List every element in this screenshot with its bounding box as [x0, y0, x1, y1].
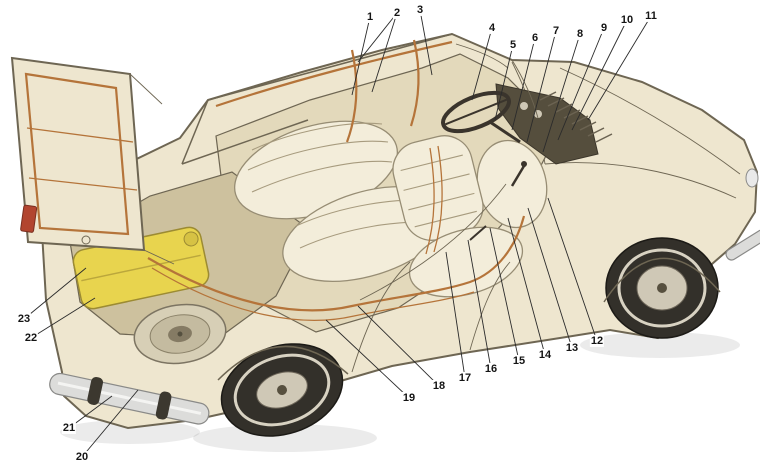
callout-19: 19 — [401, 391, 417, 405]
callout-3: 3 — [415, 3, 425, 17]
instrument-gauge — [520, 102, 528, 110]
callout-7: 7 — [551, 24, 561, 38]
bumper-guard — [87, 376, 104, 405]
leader-line-18 — [357, 305, 440, 387]
handbrake-lever — [469, 225, 487, 241]
bumper-guard — [155, 391, 172, 420]
gear-lever — [510, 165, 526, 187]
callout-17: 17 — [457, 371, 473, 385]
rear-wheel — [220, 343, 344, 437]
trunk-hinge — [143, 249, 175, 265]
leader-line-14 — [507, 217, 546, 356]
callout-2: 2 — [392, 6, 402, 20]
trunk-hinge — [129, 73, 163, 105]
leader-line-8 — [542, 33, 581, 153]
leader-line-20 — [81, 389, 139, 458]
roof-frame — [181, 33, 539, 165]
callout-11: 11 — [644, 9, 658, 23]
leader-line-15 — [489, 227, 520, 362]
trunk-lid — [10, 56, 175, 265]
front-wheel-arch — [603, 257, 721, 303]
leader-line-11 — [587, 15, 652, 121]
callout-20: 20 — [74, 450, 90, 464]
leader-line-12 — [547, 197, 598, 342]
callout-10: 10 — [619, 13, 635, 27]
door-lines — [351, 261, 511, 373]
callout-13: 13 — [564, 341, 580, 355]
callout-23: 23 — [16, 312, 32, 326]
front-wheel — [605, 237, 719, 339]
leader-line-19 — [325, 319, 410, 399]
rear-bumper — [49, 372, 210, 425]
leader-line-23 — [23, 267, 87, 320]
spare-wheel — [133, 303, 227, 365]
leader-line-6 — [511, 37, 536, 131]
front-seat-cushion — [408, 226, 524, 298]
leader-line-4 — [471, 27, 493, 101]
leader-line-9 — [557, 27, 605, 141]
front-bumper — [725, 229, 760, 261]
rear-wheel-arch — [217, 345, 349, 381]
leader-line-16 — [467, 239, 492, 370]
steering-column — [489, 120, 521, 144]
callout-4: 4 — [487, 21, 497, 35]
leader-line-22 — [30, 297, 96, 339]
callout-21: 21 — [61, 421, 77, 435]
callout-22: 22 — [23, 331, 39, 345]
steering-wheel — [441, 90, 521, 144]
cowl-vent-grille — [539, 91, 613, 143]
leader-line-21 — [68, 395, 113, 429]
front-seat — [392, 135, 548, 298]
leader-line-5 — [494, 44, 514, 121]
fuel-filler-cap — [183, 231, 199, 247]
callout-18: 18 — [431, 379, 447, 393]
leader-line-2 — [371, 12, 398, 93]
callout-15: 15 — [511, 354, 527, 368]
trunk-lock — [81, 235, 91, 245]
callout-8: 8 — [575, 27, 585, 41]
floor-pipes — [147, 145, 526, 321]
callout-12: 12 — [589, 334, 605, 348]
ground-shadows — [60, 332, 740, 452]
taillight — [20, 204, 38, 233]
headlight — [745, 168, 759, 188]
callout-5: 5 — [508, 38, 518, 52]
leader-line-13 — [527, 207, 573, 349]
callout-14: 14 — [537, 348, 553, 362]
leader-line-1 — [351, 16, 371, 96]
leader-line-2 — [357, 12, 398, 63]
leader-line-7 — [526, 30, 557, 143]
leader-line-10 — [571, 19, 628, 131]
leader-line-3 — [419, 9, 433, 76]
center-tunnel — [359, 161, 527, 301]
callout-9: 9 — [599, 21, 609, 35]
callout-6: 6 — [530, 31, 540, 45]
callout-1: 1 — [365, 10, 375, 24]
callout-16: 16 — [483, 362, 499, 376]
leader-line-17 — [445, 251, 466, 379]
